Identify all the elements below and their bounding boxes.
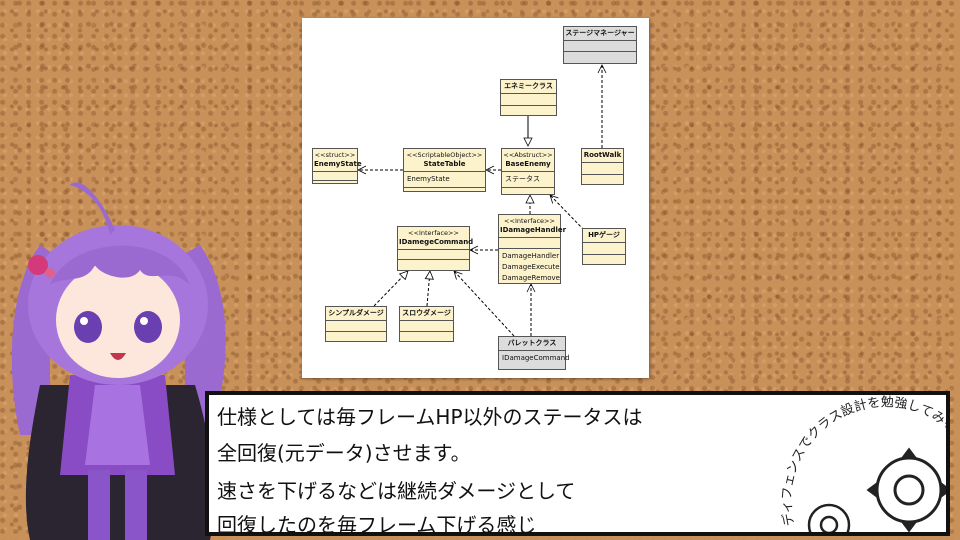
class-box-slow-damage: スロウダメージ (399, 306, 454, 342)
caption-line-2: 全回復(元データ)させます。 (217, 441, 471, 465)
class-field: EnemyState (404, 172, 485, 188)
gear-icon-small (807, 503, 851, 532)
class-box-enemy-state: <<struct>> EnemyState (312, 148, 362, 184)
class-box-idamage-handler: <<Interface>> IDamageHandler DamageHandl… (498, 214, 566, 286)
caption-line-4: 回復したのを毎フレーム下げる感じ (217, 513, 537, 536)
class-box-bullet-class: バレットクラス IDamageCommand (498, 336, 570, 370)
class-name: HPゲージ (583, 229, 625, 243)
character-illustration (11, 182, 226, 540)
class-box-enemy-class: エネミークラス (500, 79, 557, 116)
class-name: シンプルダメージ (326, 307, 386, 321)
class-field: IDamageCommand (502, 354, 570, 362)
class-header: <<ScriptableObject>> StateTable (404, 149, 485, 172)
class-box-idamage-command: <<Interface>> IDamegeCommand (397, 226, 473, 271)
method: DamageHandler (502, 252, 560, 260)
class-box-root-walk: RootWalk (581, 148, 624, 185)
class-header: <<struct>> EnemyState (313, 149, 362, 172)
class-name: バレットクラス (499, 337, 565, 351)
class-box-base-enemy: <<Abstruct>> BaseEnemy ステータス (501, 148, 555, 195)
method: DamageExecute (502, 263, 560, 271)
method-list: DamageHandler DamageExecute DamageRemove (499, 249, 560, 286)
class-header: <<Interface>> IDamageHandler (499, 215, 566, 238)
uml-class-diagram: ステージマネージャー エネミークラス RootWalk <<struct>> E… (302, 18, 649, 378)
class-name: スロウダメージ (400, 307, 453, 321)
diagram-connectors (357, 64, 607, 337)
caption-line-1: 仕様としては毎フレームHP以外のステータスは (217, 405, 643, 429)
class-box-stage-manager: ステージマネージャー (563, 26, 637, 64)
class-name: エネミークラス (501, 80, 556, 94)
class-header: <<Interface>> IDamegeCommand (398, 227, 473, 250)
class-field: ステータス (502, 172, 554, 188)
caption-box: 仕様としては毎フレームHP以外のステータスは 全回復(元データ)させます。 速さ… (205, 391, 950, 536)
class-box-state-table: <<ScriptableObject>> StateTable EnemySta… (403, 148, 486, 192)
gear-icon (866, 447, 946, 532)
class-name: RootWalk (582, 149, 623, 163)
class-box-hp-gauge: HPゲージ (582, 228, 626, 265)
method: DamageRemove (502, 274, 560, 282)
class-header: <<Abstruct>> BaseEnemy (502, 149, 554, 172)
caption-line-3: 速さを下げるなどは継続ダメージとして (217, 479, 576, 503)
gear-stamp: ディフェンスでクラス設計を勉強してみる (780, 395, 946, 532)
class-box-simple-damage: シンプルダメージ (325, 306, 387, 342)
class-name: ステージマネージャー (564, 27, 636, 41)
